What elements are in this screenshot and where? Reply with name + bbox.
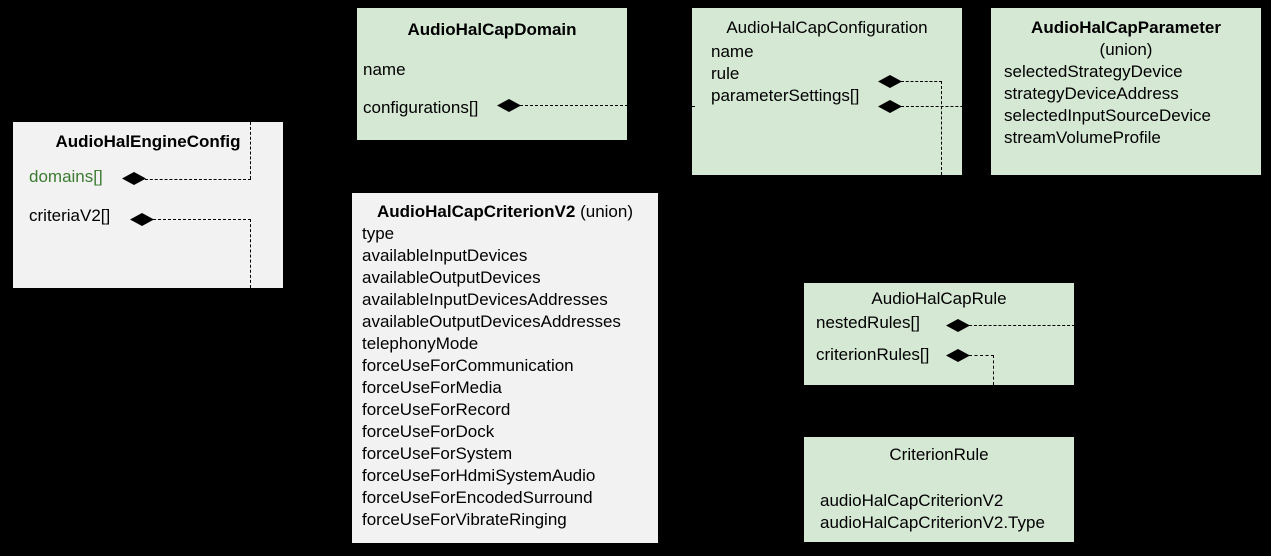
attribute-audio-hal-cap-criterion-v2-type: audioHalCapCriterionV2.Type (820, 513, 1045, 532)
class-title-audio-hal-cap-configuration: AudioHalCapConfiguration (726, 18, 928, 37)
connector-rule-horizontal (901, 81, 942, 82)
attribute-force-use-for-media: forceUseForMedia (362, 378, 502, 397)
class-title-audio-hal-cap-rule: AudioHalCapRule (871, 289, 1007, 308)
attribute-force-use-for-record: forceUseForRecord (362, 400, 511, 419)
attribute-strategy-device-address: strategyDeviceAddress (1004, 84, 1179, 103)
attribute-force-use-for-dock: forceUseForDock (362, 422, 495, 441)
attribute-parameter-settings: parameterSettings[] (711, 86, 860, 105)
connector-criterion-rules-vertical (993, 355, 994, 385)
attribute-nested-rules: nestedRules[] (816, 313, 920, 332)
attribute-audio-hal-cap-criterion-v2: audioHalCapCriterionV2 (820, 491, 1004, 510)
attribute-force-use-for-encoded-surround: forceUseForEncodedSurround (362, 488, 593, 507)
attribute-criterion-type: type (362, 224, 395, 243)
attribute-selected-input-source-device: selectedInputSourceDevice (1004, 106, 1211, 125)
attribute-configuration-name: name (711, 42, 754, 61)
connector-criteriav2-vertical (250, 219, 251, 288)
attribute-force-use-for-system: forceUseForSystem (362, 444, 513, 463)
attribute-stream-volume-profile: streamVolumeProfile (1004, 128, 1161, 147)
attribute-available-output-devices: availableOutputDevices (362, 268, 541, 287)
connector-configurations-horizontal (520, 105, 693, 106)
composition-diamond-criteriav2 (130, 213, 154, 226)
class-title-suffix-audio-hal-cap-parameter: (union) (1099, 40, 1153, 59)
connector-criteriav2-horizontal (148, 219, 251, 220)
class-box-criterion-rule[interactable]: CriterionRule audioHalCapCriterionV2 aud… (804, 437, 1074, 542)
class-box-audio-hal-cap-criterion-v2[interactable]: AudioHalCapCriterionV2 (union) type avai… (352, 193, 658, 543)
connector-nested-rules-horizontal (969, 325, 1075, 326)
class-title-audio-hal-cap-domain: AudioHalCapDomain (407, 20, 577, 39)
attribute-criteria-v2: criteriaV2[] (29, 206, 111, 225)
class-box-audio-hal-cap-rule[interactable]: AudioHalCapRule nestedRules[] criterionR… (804, 283, 1074, 385)
attribute-force-use-for-hdmi-system-audio: forceUseForHdmiSystemAudio (362, 466, 596, 485)
class-title-audio-hal-engine-config: AudioHalEngineConfig (55, 132, 241, 151)
attribute-domain-name: name (363, 60, 406, 79)
attribute-available-output-devices-addresses: availableOutputDevicesAddresses (362, 312, 621, 331)
class-box-audio-hal-cap-configuration[interactable]: AudioHalCapConfiguration name rule param… (692, 8, 962, 175)
attribute-available-input-devices: availableInputDevices (362, 246, 528, 265)
attribute-force-use-for-vibrate-ringing: forceUseForVibrateRinging (362, 510, 567, 529)
attribute-selected-strategy-device: selectedStrategyDevice (1004, 62, 1183, 81)
attribute-force-use-for-communication: forceUseForCommunication (362, 356, 574, 375)
composition-diamond-nested-rules (946, 319, 970, 332)
connector-criterion-rules-horizontal (969, 355, 994, 356)
class-title-audio-hal-cap-parameter: AudioHalCapParameter (1031, 18, 1221, 37)
composition-diamond-parameter-settings (878, 100, 902, 113)
attribute-domains: domains[] (29, 167, 103, 186)
class-title-audio-hal-cap-criterion-v2: AudioHalCapCriterionV2 (union) (376, 202, 633, 221)
class-box-audio-hal-cap-domain[interactable]: AudioHalCapDomain name configurations[] (357, 8, 627, 140)
connector-parameter-settings-horizontal (901, 106, 993, 107)
composition-diamond-configurations (497, 99, 521, 112)
composition-diamond-rule (878, 75, 902, 88)
attribute-configurations: configurations[] (363, 98, 479, 117)
attribute-criterion-rules: criterionRules[] (816, 345, 930, 364)
attribute-telephony-mode: telephonyMode (362, 334, 479, 353)
connector-rule-vertical (941, 81, 942, 175)
connector-domains-vertical (250, 122, 251, 179)
composition-diamond-domains (122, 172, 146, 185)
connector-domains-horizontal (140, 179, 251, 180)
connector-configurations-stub (685, 106, 695, 107)
class-title-criterion-rule: CriterionRule (889, 445, 989, 464)
attribute-rule: rule (711, 64, 740, 83)
composition-diamond-criterion-rules (946, 349, 970, 362)
attribute-available-input-devices-addresses: availableInputDevicesAddresses (362, 290, 608, 309)
class-box-audio-hal-cap-parameter[interactable]: AudioHalCapParameter (union) selectedStr… (991, 8, 1261, 175)
class-box-audio-hal-engine-config[interactable]: AudioHalEngineConfig domains[] criteriaV… (13, 122, 283, 288)
